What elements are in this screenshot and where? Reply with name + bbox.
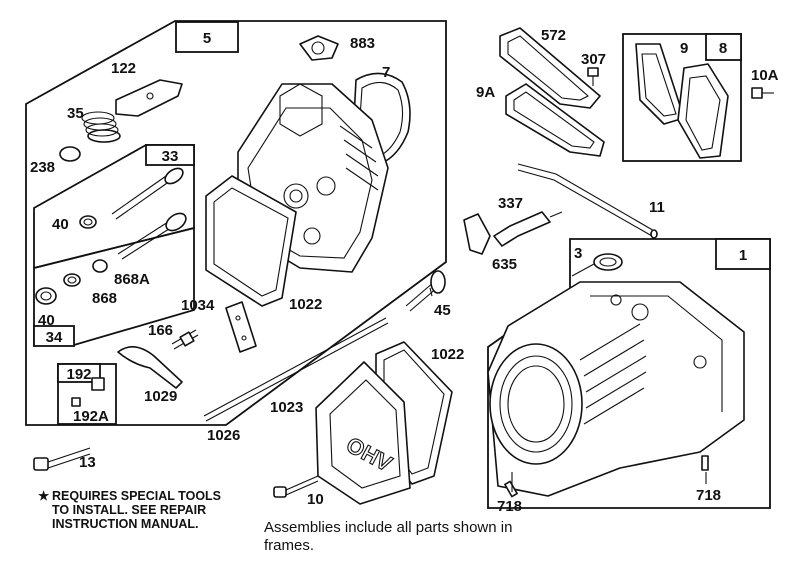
plate-122 [115,79,183,117]
breather-tube-11 [517,163,658,239]
assemblies-note-line-2: frames. [264,537,315,554]
intake-valve [117,212,187,260]
screw-307 [587,67,599,86]
label-883: 883 [350,35,375,52]
dowel-pin-718-left [504,480,518,498]
cover-bolt-10 [273,475,319,498]
frame-192-label-box [57,363,101,383]
rocker-arm-1029 [117,346,183,389]
label-192a: 192A [73,408,109,425]
assemblies-note-line-1: Assemblies include all parts shown in [264,519,513,536]
frame-1-label: 1 [739,247,747,264]
frame-cylinder-head-assembly [25,20,447,426]
label-10: 10 [307,491,324,508]
label-10a: 10A [751,67,779,84]
label-35: 35 [67,105,84,122]
label-166: 166 [148,322,173,339]
label-1022-cover: 1022 [431,346,464,363]
assemblies-note: Assemblies include all parts shown in fr… [264,519,564,555]
push-rod-1026 [203,317,389,422]
tools-note-line-3: INSTRUCTION MANUAL. [52,517,199,531]
spark-plug-boot-635 [463,213,491,255]
retainer-40-bottom [35,287,57,305]
label-7: 7 [382,64,390,81]
breather-gasket-9 [635,43,685,125]
exhaust-valve [111,167,184,220]
frame-8-label: 8 [719,40,727,57]
frame-33-label: 33 [162,148,179,165]
frame-8-label-box [705,33,742,61]
dowel-pin-718-right [701,455,709,471]
label-9: 9 [680,40,688,57]
tools-note-line-1: REQUIRES SPECIAL TOOLS [52,489,222,503]
intake-gasket-883 [299,35,339,61]
frame-34-label: 34 [46,329,63,346]
label-122: 122 [111,60,136,77]
label-337: 337 [498,195,523,212]
frame-34-label-box [33,325,75,347]
label-1022-head: 1022 [289,296,322,313]
frame-5-label: 5 [203,30,211,47]
label-9a: 9A [476,84,495,101]
cap-238 [59,146,81,162]
head-bolt-13 [33,447,91,471]
leader-lines [429,263,707,492]
tools-note-line-2: TO INSTALL. SEE REPAIR [52,503,207,517]
seal-868 [63,273,81,287]
rocker-nut-192a [71,397,81,407]
label-1029: 1029 [144,388,177,405]
label-45: 45 [434,302,451,319]
label-718-left: 718 [497,498,522,515]
washer-868a [92,259,108,273]
frame-breather-assembly [622,33,742,162]
seal-3 [593,253,623,271]
label-572: 572 [541,27,566,44]
valve-spring-35 [81,111,121,143]
adjusting-stud-192 [91,377,105,391]
rocker-cover-gasket-head [205,175,297,307]
label-635: 635 [492,256,517,273]
label-3: 3 [574,245,582,262]
breather-cover-9a [505,83,605,157]
breather-gasket-572 [499,27,601,109]
label-868a: 868A [114,271,150,288]
star-icon: ★ [38,489,50,503]
rocker-cover-1023: OHV [315,361,411,505]
guide-plate-1034 [225,301,257,353]
label-40-bottom: 40 [38,312,55,329]
label-1026: 1026 [207,427,240,444]
retainer-40-top [79,215,97,229]
screw-10a [751,87,774,99]
label-40-top: 40 [52,216,69,233]
frame-1-label-box [715,238,771,270]
label-11: 11 [649,199,665,216]
label-13: 13 [79,454,96,471]
label-1034: 1034 [181,297,215,314]
frame-192-label: 192 [66,366,91,383]
label-868: 868 [92,290,117,307]
cylinder-block [487,281,745,497]
frame-33-label-box [145,144,195,166]
label-238: 238 [30,159,55,176]
push-rod-guide-45 [405,270,446,312]
label-1023: 1023 [270,399,303,416]
label-307: 307 [581,51,606,68]
special-tools-note: ★REQUIRES SPECIAL TOOLS TO INSTALL. SEE … [38,489,278,531]
spark-plug-337 [493,211,563,247]
breather-cover-8 [677,63,729,159]
label-718-right: 718 [696,487,721,504]
frame-5-label-box [175,21,239,53]
rocker-stud-166 [171,329,199,350]
